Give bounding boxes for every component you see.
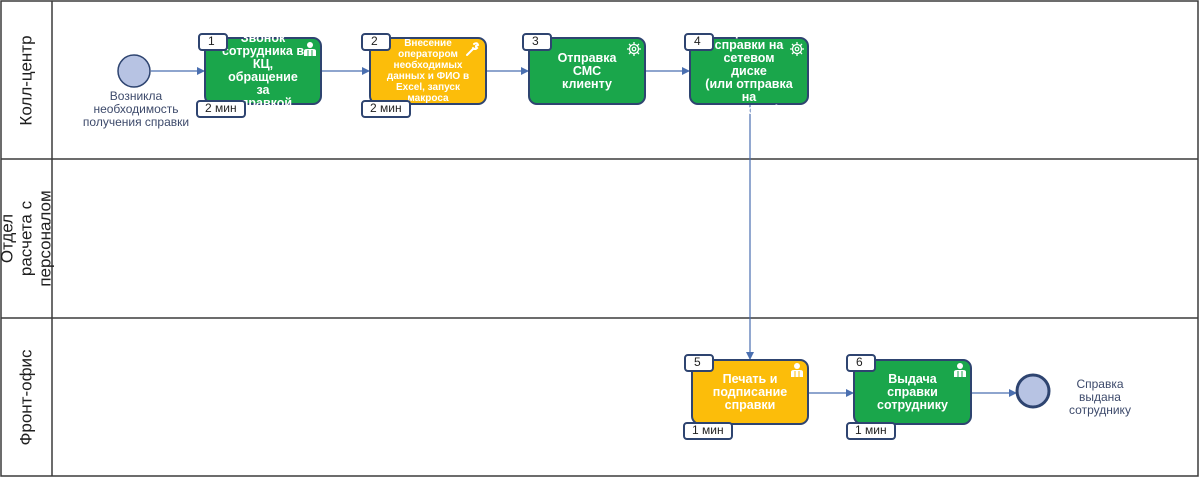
- user-icon: [954, 363, 966, 377]
- task-text: Внесение оператором необходимых данных и…: [386, 38, 470, 104]
- start-event: [117, 54, 151, 88]
- start-event-label: Возникла необходимость получения справки: [82, 89, 190, 129]
- lane-label-text: Фронт-офис: [16, 348, 36, 446]
- task-time-badge: 1 мин: [683, 422, 733, 440]
- lane-label-front-office: Фронт-офис: [0, 318, 52, 476]
- task-time-badge: 2 мин: [361, 100, 411, 118]
- lane-label-text: Отдел расчета с персоналом: [0, 190, 55, 287]
- lane-label-call-center: Колл-центр: [0, 1, 52, 159]
- end-event-label: Справка выдана сотруднику: [1069, 377, 1131, 417]
- wrench-icon: [466, 42, 480, 56]
- task-time-badge: 2 мин: [196, 100, 246, 118]
- lane-label-text: Колл-центр: [16, 34, 36, 126]
- task-number-badge: 6: [846, 354, 876, 372]
- gear-icon: [790, 42, 804, 56]
- task-number-badge: 4: [684, 33, 714, 51]
- end-event: [1015, 373, 1051, 409]
- task-text: Печать и подписание справки: [712, 371, 788, 412]
- task-number-badge: 1: [198, 33, 228, 51]
- task-text: Звонок сотрудника в КЦ, обращение за спр…: [221, 31, 305, 110]
- task-text: Сохранение справки на сетевом диске (или…: [705, 24, 793, 117]
- gear-icon: [627, 42, 641, 56]
- task-text: Отправка СМС клиенту: [557, 50, 617, 91]
- task-number-badge: 2: [361, 33, 391, 51]
- task-number-badge: 5: [684, 354, 714, 372]
- task-time-badge: 1 мин: [846, 422, 896, 440]
- task-text: Выдача справки сотруднику: [877, 371, 948, 412]
- task-number-badge: 3: [522, 33, 552, 51]
- user-icon: [304, 42, 316, 56]
- lane-label-payroll: Отдел расчета с персоналом: [0, 159, 55, 318]
- user-icon: [791, 363, 803, 377]
